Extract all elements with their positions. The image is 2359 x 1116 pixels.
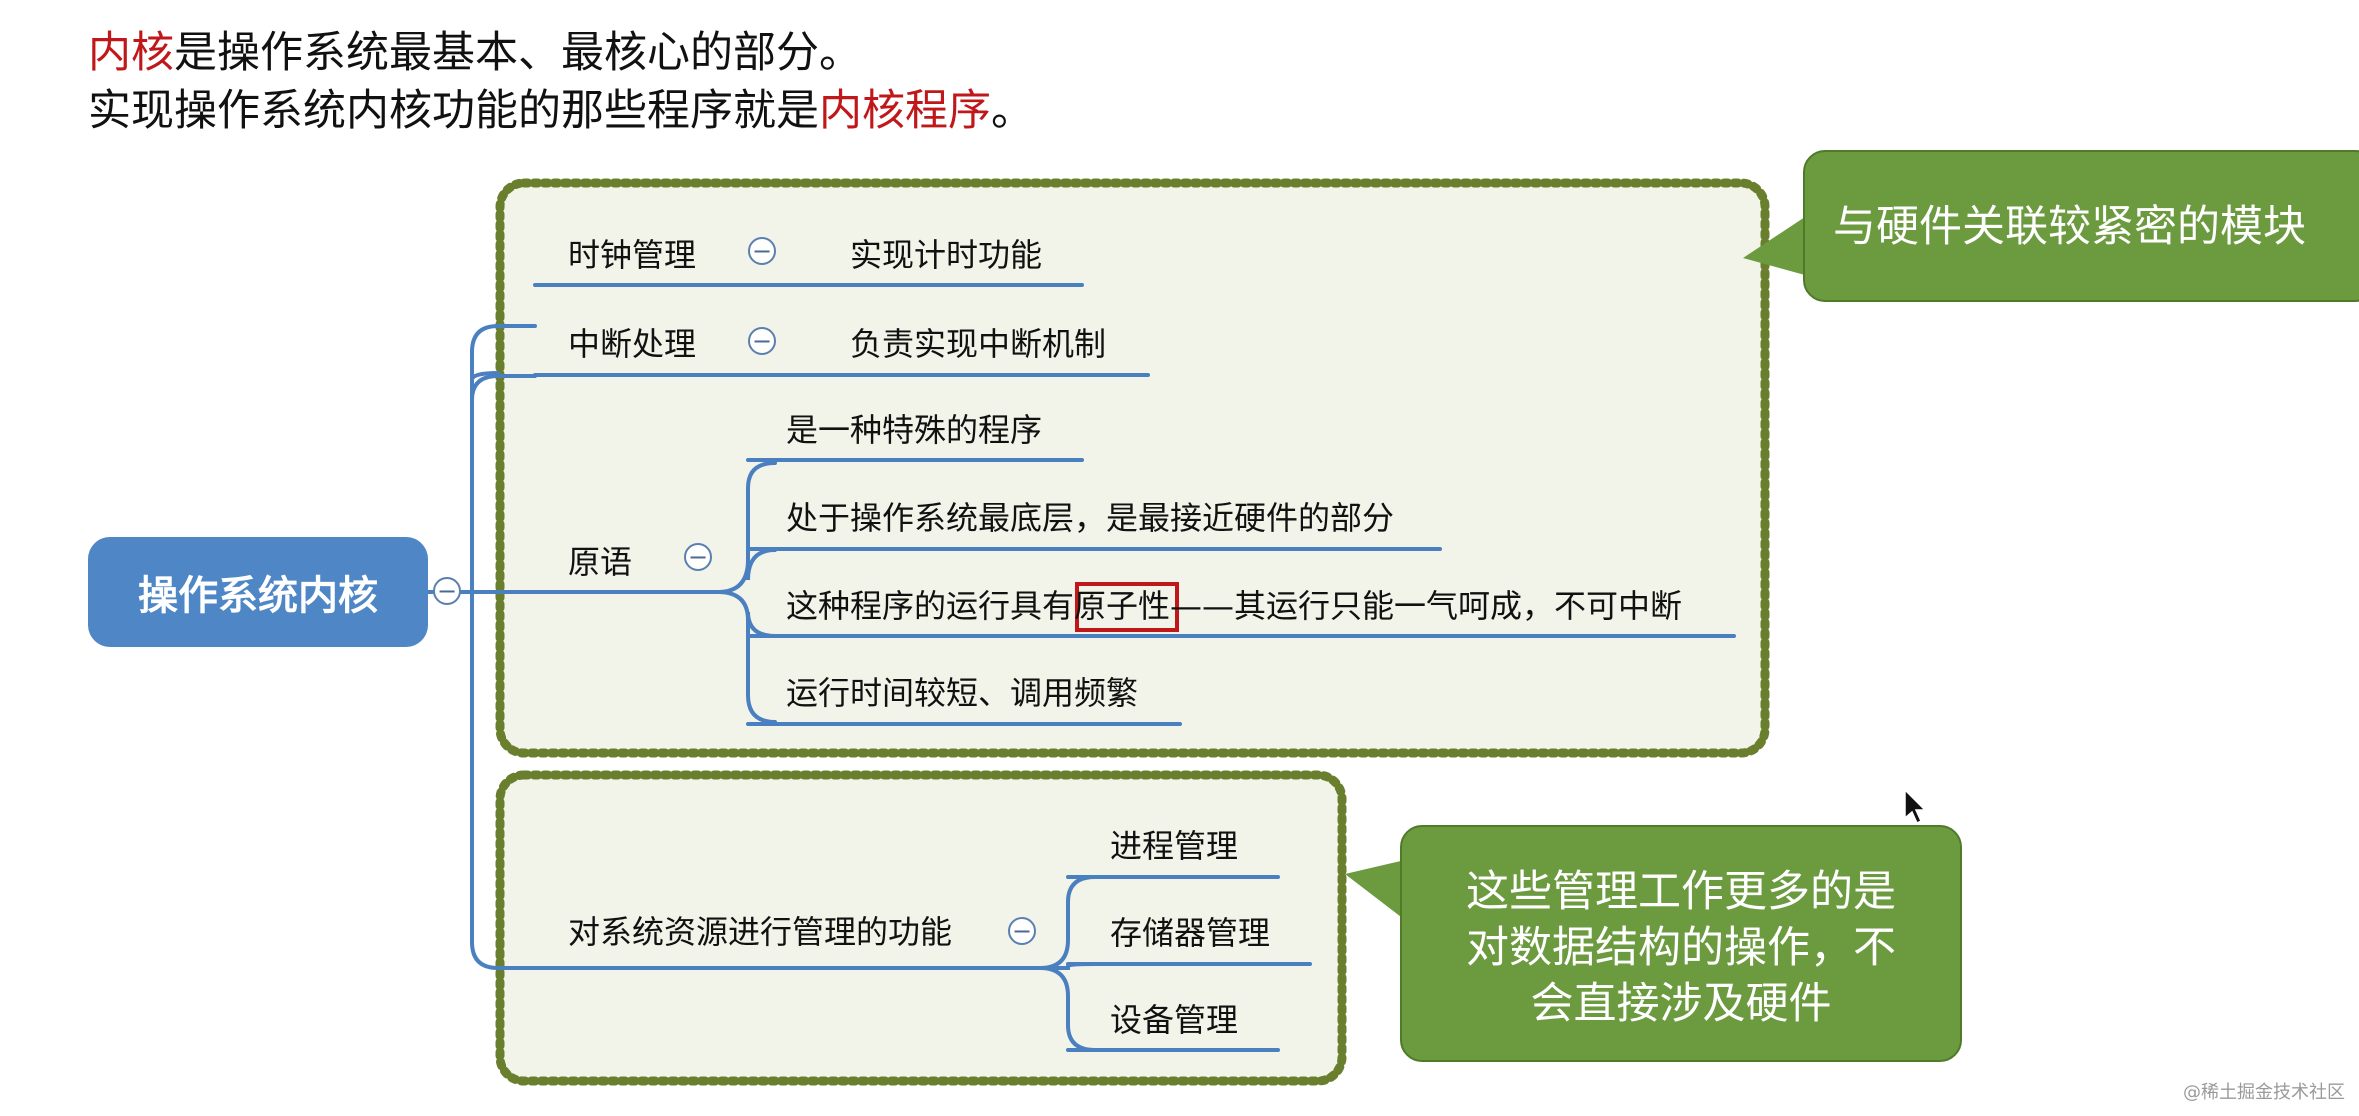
clock-timing-node[interactable]: 实现计时功能 bbox=[850, 236, 1043, 274]
intro-line-2: 实现操作系统内核功能的那些程序就是内核程序。 bbox=[88, 90, 1034, 133]
data-callout-line-2: 对数据结构的操作，不 bbox=[1466, 923, 1896, 973]
root-node[interactable]: 操作系统内核 bbox=[88, 537, 428, 647]
collapse-minus-icon: − bbox=[436, 577, 458, 605]
collapse-minus-icon: − bbox=[751, 237, 773, 265]
clock-collapse-button[interactable]: − bbox=[748, 237, 776, 265]
collapse-minus-icon: − bbox=[751, 327, 773, 355]
interrupt-handling-node[interactable]: 中断处理 bbox=[568, 325, 697, 363]
hardware-group-frame bbox=[495, 178, 1770, 758]
primitive-fork bbox=[716, 461, 777, 724]
atomicity-prefix: 这种程序的运行具有 bbox=[786, 587, 1075, 625]
resource-group-frame bbox=[495, 770, 1347, 1086]
atomicity-suffix: ——其运行只能一气呵成，不可中断 bbox=[1170, 587, 1683, 625]
hardware-callout: 与硬件关联较紧密的模块 bbox=[1803, 150, 2359, 302]
primitive-atomicity-node[interactable]: 这种程序的运行具有原子性——其运行只能一气呵成，不可中断 bbox=[786, 590, 1682, 622]
atomicity-highlight-box bbox=[1075, 582, 1179, 632]
watermark: @稀土掘金技术社区 bbox=[2183, 1082, 2345, 1103]
clock-management-node[interactable]: 时钟管理 bbox=[568, 236, 697, 274]
primitive-short-runtime-node[interactable]: 运行时间较短、调用频繁 bbox=[786, 674, 1139, 712]
mouse-cursor-icon bbox=[1904, 788, 1927, 825]
collapse-minus-icon: − bbox=[1011, 917, 1033, 945]
root-node-label: 操作系统内核 bbox=[138, 573, 378, 619]
intro-line-2-suffix: 。 bbox=[991, 86, 1034, 136]
intro-line-1-text: 是操作系统最基本、最核心的部分。 bbox=[174, 28, 862, 78]
interrupt-collapse-button[interactable]: − bbox=[748, 327, 776, 355]
process-management-node[interactable]: 进程管理 bbox=[1110, 827, 1239, 865]
kernel-program-term: 内核程序 bbox=[819, 86, 991, 136]
kernel-term: 内核 bbox=[88, 28, 174, 78]
intro-line-2-text: 实现操作系统内核功能的那些程序就是 bbox=[88, 86, 819, 136]
primitive-collapse-button[interactable]: − bbox=[684, 543, 712, 571]
resource-management-node[interactable]: 对系统资源进行管理的功能 bbox=[568, 913, 953, 951]
primitive-special-program-node[interactable]: 是一种特殊的程序 bbox=[786, 411, 1043, 449]
collapse-minus-icon: − bbox=[687, 543, 709, 571]
branch-interrupt-connector bbox=[470, 374, 537, 402]
atomicity-term: 原子性 bbox=[1074, 587, 1171, 625]
interrupt-mechanism-node[interactable]: 负责实现中断机制 bbox=[850, 325, 1107, 363]
memory-management-node[interactable]: 存储器管理 bbox=[1110, 914, 1271, 952]
root-collapse-button[interactable]: − bbox=[433, 577, 461, 605]
device-management-node[interactable]: 设备管理 bbox=[1110, 1001, 1239, 1039]
hardware-callout-text: 与硬件关联较紧密的模块 bbox=[1833, 202, 2306, 252]
data-callout-line-1: 这些管理工作更多的是 bbox=[1466, 867, 1896, 917]
data-structure-callout: 这些管理工作更多的是 对数据结构的操作，不 会直接涉及硬件 bbox=[1400, 825, 1962, 1062]
data-callout-tail bbox=[1345, 860, 1405, 920]
intro-line-1: 内核是操作系统最基本、最核心的部分。 bbox=[88, 32, 862, 75]
resource-collapse-button[interactable]: − bbox=[1008, 917, 1036, 945]
main-spine bbox=[470, 324, 537, 970]
data-callout-line-3: 会直接涉及硬件 bbox=[1530, 979, 1832, 1029]
primitive-node[interactable]: 原语 bbox=[568, 543, 633, 581]
primitive-lowest-layer-node[interactable]: 处于操作系统最底层，是最接近硬件的部分 bbox=[786, 499, 1395, 537]
